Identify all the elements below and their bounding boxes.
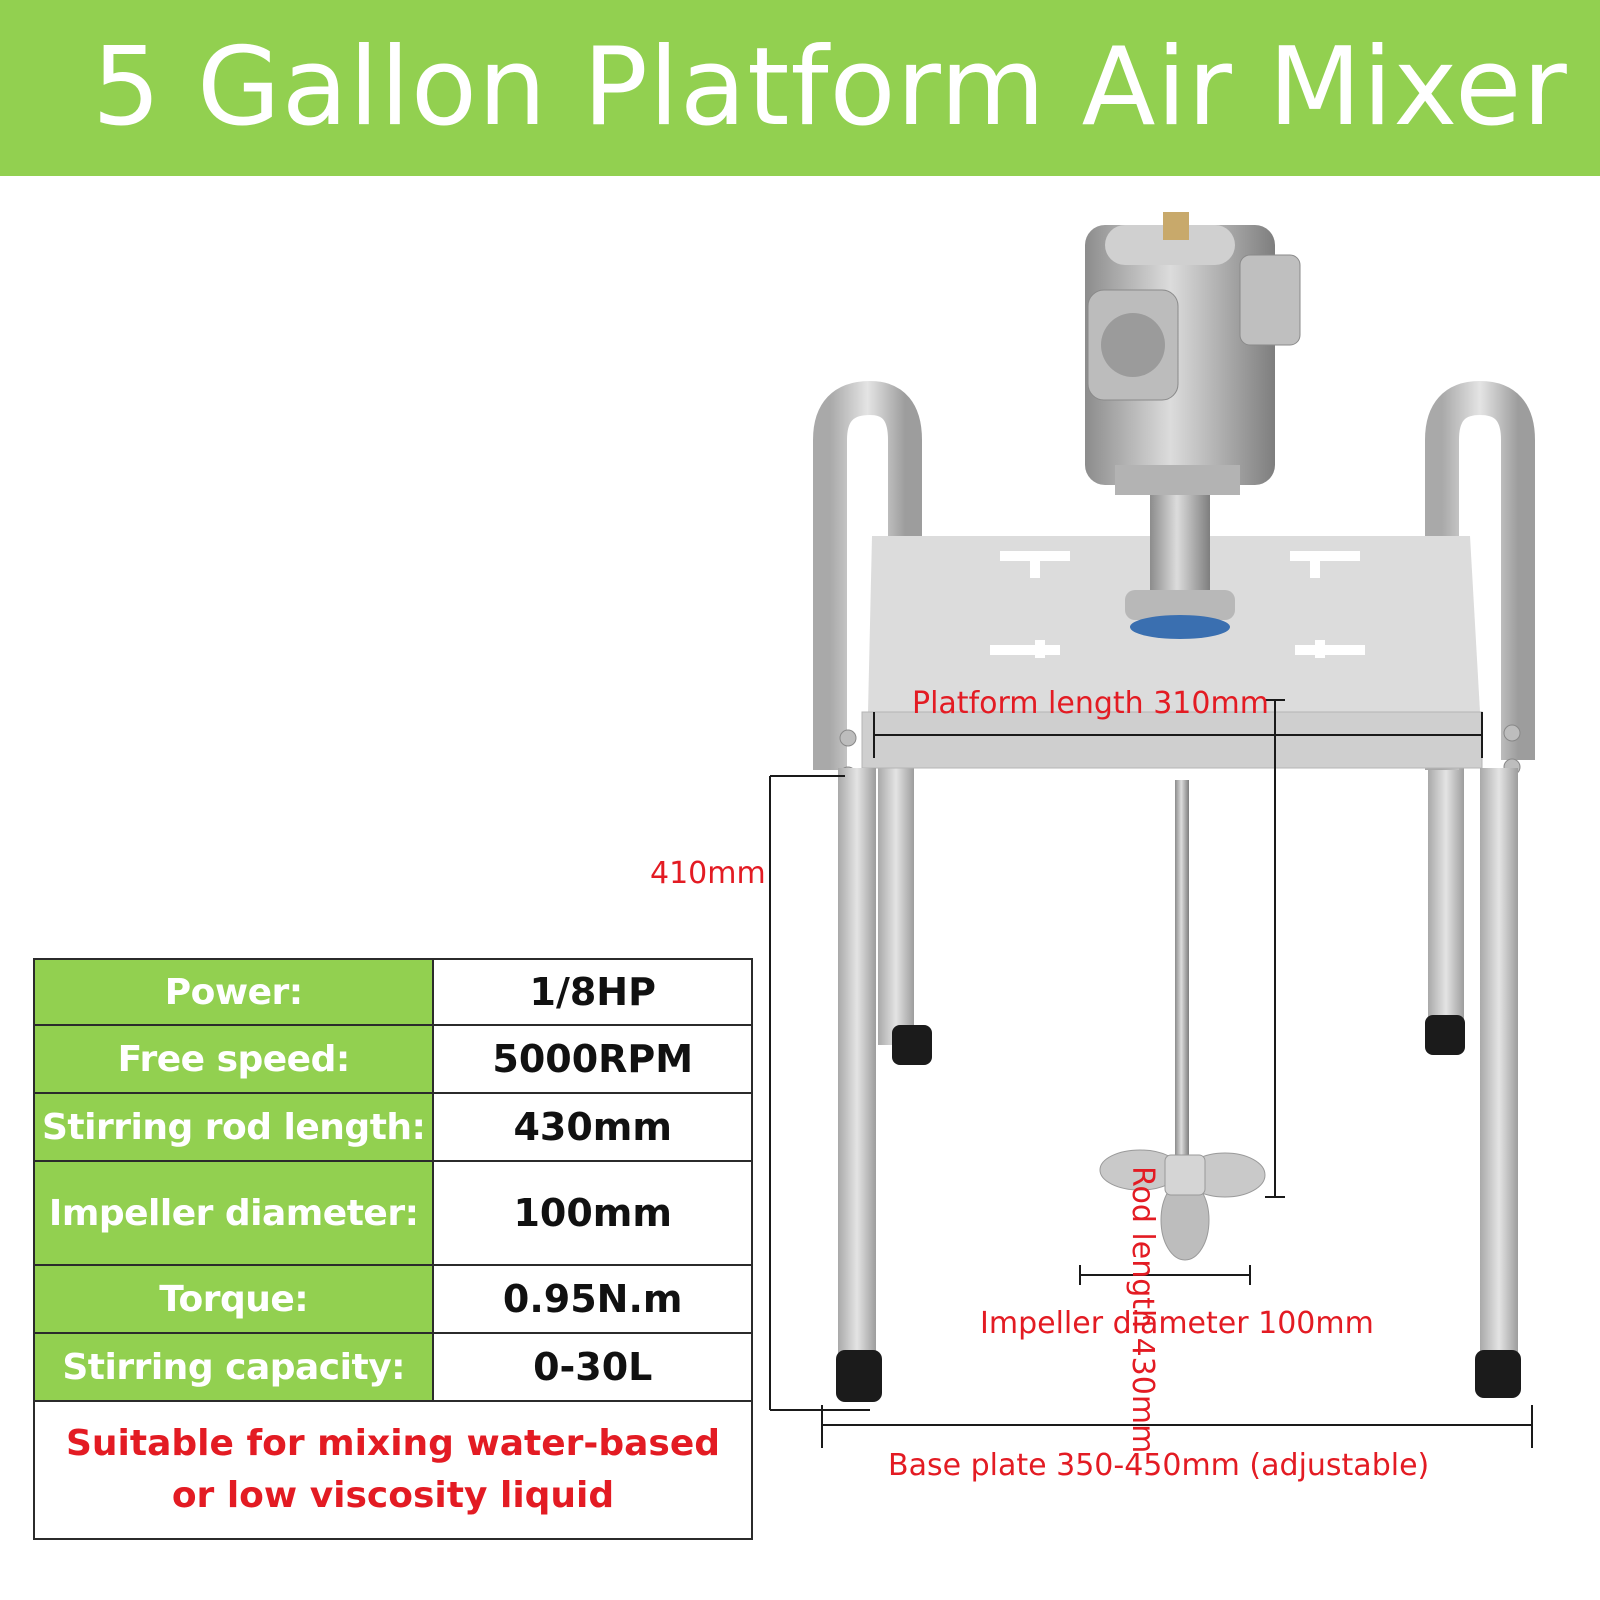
back-left-foot: [892, 1025, 932, 1065]
height-label: 410mm: [650, 856, 766, 891]
table-row: Torque: 0.95N.m: [32, 1264, 753, 1334]
impeller-diameter-label: Impeller diameter 100mm: [980, 1306, 1374, 1341]
usage-note-line: or low viscosity liquid: [171, 1475, 615, 1516]
back-left-leg: [878, 745, 914, 1045]
platform-length-label: Platform length 310mm: [912, 686, 1269, 721]
spec-value: 1/8HP: [432, 958, 753, 1026]
back-right-foot: [1425, 1015, 1465, 1055]
table-row: Suitable for mixing water-based or low v…: [33, 1400, 753, 1540]
spec-label: Stirring rod length:: [32, 1092, 435, 1162]
spec-value: 0.95N.m: [432, 1264, 753, 1334]
air-motor: [1085, 212, 1301, 639]
front-left-leg: [838, 768, 876, 1358]
usage-note: Suitable for mixing water-based or low v…: [33, 1400, 753, 1540]
spec-value: 5000RPM: [432, 1024, 753, 1094]
platform-front: [861, 711, 1483, 769]
front-right-leg: [1480, 768, 1518, 1358]
front-left-foot: [836, 1350, 882, 1402]
spec-label: Impeller diameter:: [32, 1160, 435, 1266]
spec-value: 100mm: [432, 1160, 753, 1266]
page-title: 5 Gallon Platform Air Mixer: [92, 25, 1568, 150]
table-row: Stirring rod length: 430mm: [32, 1092, 753, 1162]
spec-value: 0-30L: [432, 1332, 753, 1402]
product-diagram: Platform length 310mm 410mm Rod length 4…: [0, 176, 1600, 1600]
usage-note-line: Suitable for mixing water-based: [65, 1423, 721, 1464]
left-handle: [813, 380, 922, 770]
table-row: Stirring capacity: 0-30L: [32, 1332, 753, 1402]
header-banner: 5 Gallon Platform Air Mixer: [0, 0, 1600, 176]
front-right-foot: [1475, 1350, 1521, 1398]
base-plate-label: Base plate 350-450mm (adjustable): [888, 1448, 1430, 1483]
spec-label: Free speed:: [32, 1024, 435, 1094]
specs-table: Power: 1/8HP Free speed: 5000RPM Stirrin…: [32, 958, 753, 1540]
dimension-lines: [769, 699, 1533, 1448]
table-row: Free speed: 5000RPM: [32, 1024, 753, 1094]
spec-label: Stirring capacity:: [32, 1332, 435, 1402]
impeller: [1099, 1149, 1266, 1261]
right-handle: [1425, 380, 1535, 770]
spec-value: 430mm: [432, 1092, 753, 1162]
stirring-rod: [1175, 780, 1189, 1160]
mixer-illustration: [769, 212, 1535, 1448]
spec-label: Power:: [32, 958, 435, 1026]
table-row: Impeller diameter: 100mm: [32, 1160, 753, 1266]
spec-label: Torque:: [32, 1264, 435, 1334]
table-row: Power: 1/8HP: [32, 958, 753, 1026]
back-right-leg: [1428, 745, 1464, 1045]
